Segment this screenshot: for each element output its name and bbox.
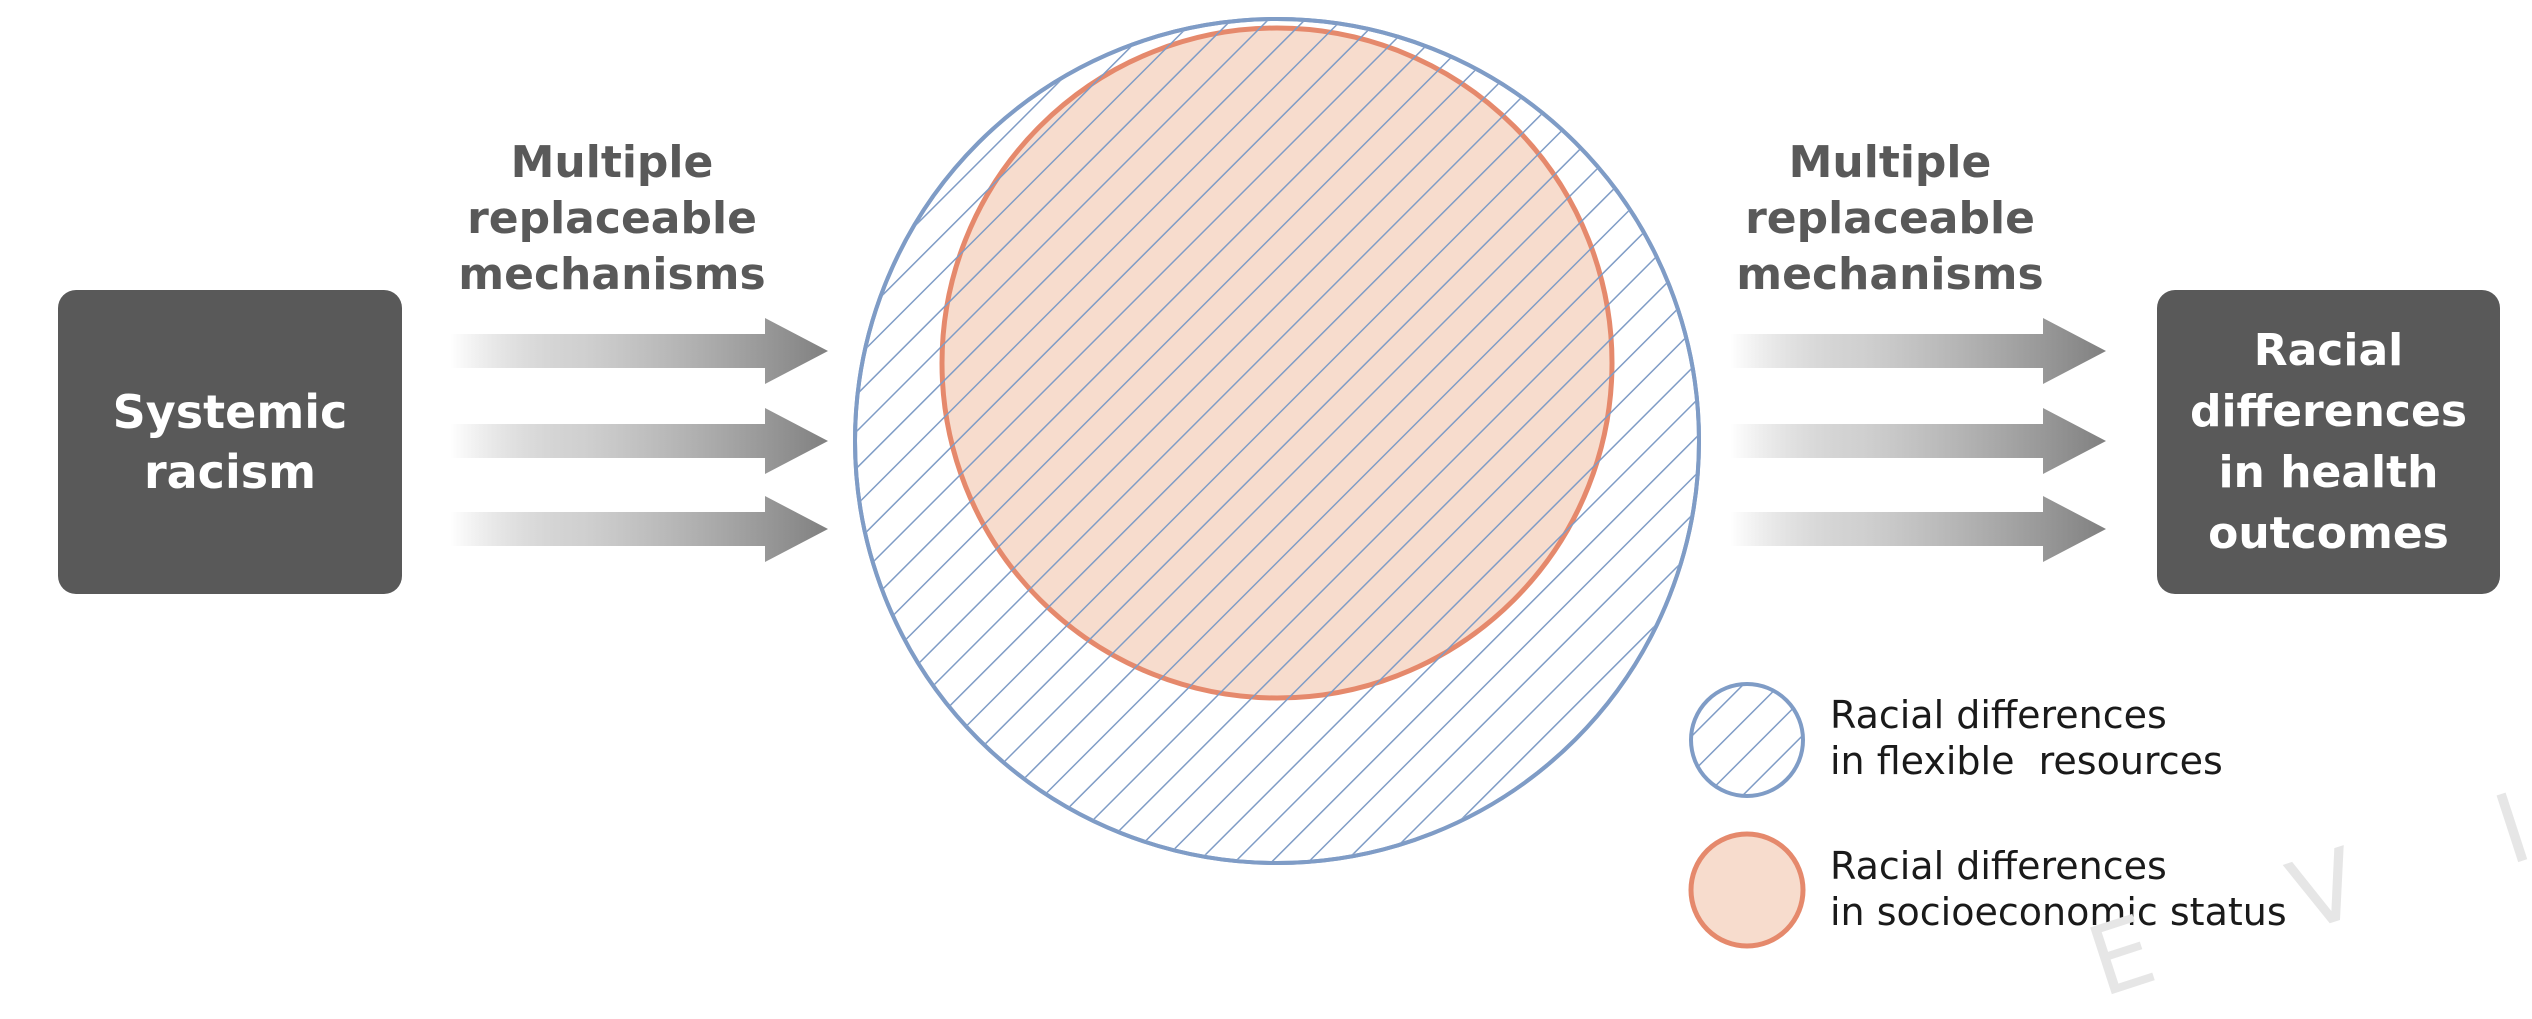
left-mechanisms-line-2: replaceable [467, 193, 757, 244]
central-venn [853, 17, 1701, 865]
right-mechanisms-line-3: mechanisms [1736, 249, 2044, 300]
systemic-racism-line-2: racism [143, 445, 317, 499]
legend-ses-label: Racial differences in socioeconomic stat… [1830, 843, 2287, 935]
left-mechanisms-line-1: Multiple [510, 137, 714, 188]
left-arrow-group [450, 318, 828, 562]
left-mechanisms-line-3: mechanisms [458, 249, 766, 300]
right-mechanisms-line-2: replaceable [1745, 193, 2035, 244]
legend-flexible-line-2: in flexible resources [1830, 739, 2223, 783]
systemic-racism-box: Systemic racism [58, 290, 402, 594]
legend-ses-line-1: Racial differences [1830, 844, 2167, 888]
health-outcomes-line-3: in health [2218, 447, 2439, 498]
health-outcomes-line-4: outcomes [2208, 508, 2449, 559]
right-arrow-2 [1730, 408, 2106, 474]
systemic-racism-line-1: Systemic [112, 385, 348, 439]
legend-ses-line-2: in socioeconomic status [1830, 890, 2287, 934]
left-arrow-3 [450, 496, 828, 562]
left-arrow-2 [450, 408, 828, 474]
legend-flexible-line-1: Racial differences [1830, 693, 2167, 737]
flexible-resources-hatch [857, 21, 1697, 861]
right-mechanisms-label: Multiple replaceable mechanisms [1680, 135, 2100, 303]
flexible-resources-outline [853, 17, 1701, 865]
legend-swatch-flexible [1689, 682, 1805, 798]
left-mechanisms-label: Multiple replaceable mechanisms [402, 135, 822, 303]
right-arrow-3 [1730, 496, 2106, 562]
health-outcomes-box: Racial differences in health outcomes [2157, 290, 2500, 594]
left-arrow-1 [450, 318, 828, 384]
right-arrow-group [1730, 318, 2106, 562]
legend-flexible-label: Racial differences in flexible resources [1830, 692, 2223, 784]
health-outcomes-line-1: Racial [2253, 325, 2404, 376]
health-outcomes-line-2: differences [2189, 386, 2468, 437]
right-arrow-1 [1730, 318, 2106, 384]
right-mechanisms-line-1: Multiple [1788, 137, 1992, 188]
legend-swatch-ses [1688, 831, 1806, 949]
